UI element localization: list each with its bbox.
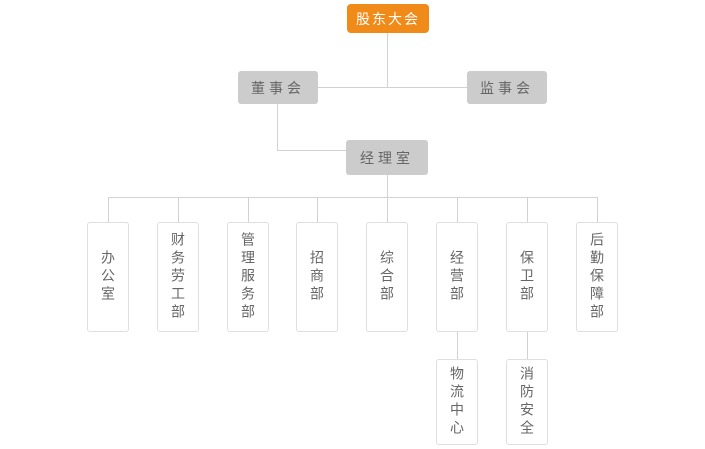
connector-departments-horizontal: [108, 197, 598, 198]
org-node-shareholders-meeting: 股东大会: [347, 4, 429, 33]
connector-drop-7: [527, 197, 528, 222]
org-node-board-of-supervisors: 监事会: [467, 71, 547, 104]
org-node-label: 后勤保障部: [589, 232, 605, 322]
org-node-managers-office: 经理室: [346, 140, 428, 175]
org-node-operations-dept: 经营部: [436, 222, 478, 332]
org-node-finance-labor-dept: 财务劳工部: [157, 222, 199, 332]
org-node-label: 管理服务部: [240, 232, 256, 322]
connector-drop-5: [387, 197, 388, 222]
org-node-logistics-center: 物流中心: [436, 359, 478, 445]
org-node-investment-dept: 招商部: [296, 222, 338, 332]
connector-manager-down: [387, 175, 388, 197]
org-node-label: 物流中心: [449, 366, 465, 438]
connector-security-to-fire: [527, 332, 528, 359]
connector-drop-1: [108, 197, 109, 222]
connector-drop-3: [248, 197, 249, 222]
org-node-comprehensive-dept: 综合部: [366, 222, 408, 332]
connector-drop-6: [457, 197, 458, 222]
org-node-fire-safety: 消防安全: [506, 359, 548, 445]
org-node-label: 招商部: [309, 250, 325, 304]
org-node-general-office: 办公室: [87, 222, 129, 332]
org-node-label: 综合部: [379, 250, 395, 304]
connector-drop-2: [178, 197, 179, 222]
connector-board-to-manager: [277, 150, 346, 151]
org-node-label: 办公室: [100, 250, 116, 304]
org-node-security-dept: 保卫部: [506, 222, 548, 332]
connector-root-to-level2: [387, 33, 388, 87]
org-node-management-service-dept: 管理服务部: [227, 222, 269, 332]
connector-operations-to-logistics: [457, 332, 458, 359]
org-node-label: 保卫部: [519, 250, 535, 304]
connector-level2-horizontal: [318, 87, 467, 88]
org-node-label: 消防安全: [519, 366, 535, 438]
org-node-logistics-support-dept: 后勤保障部: [576, 222, 618, 332]
org-node-label: 财务劳工部: [170, 232, 186, 322]
org-node-board-of-directors: 董事会: [238, 71, 318, 104]
connector-drop-4: [317, 197, 318, 222]
connector-board-down: [277, 104, 278, 150]
org-node-label: 经营部: [449, 250, 465, 304]
connector-drop-8: [597, 197, 598, 222]
